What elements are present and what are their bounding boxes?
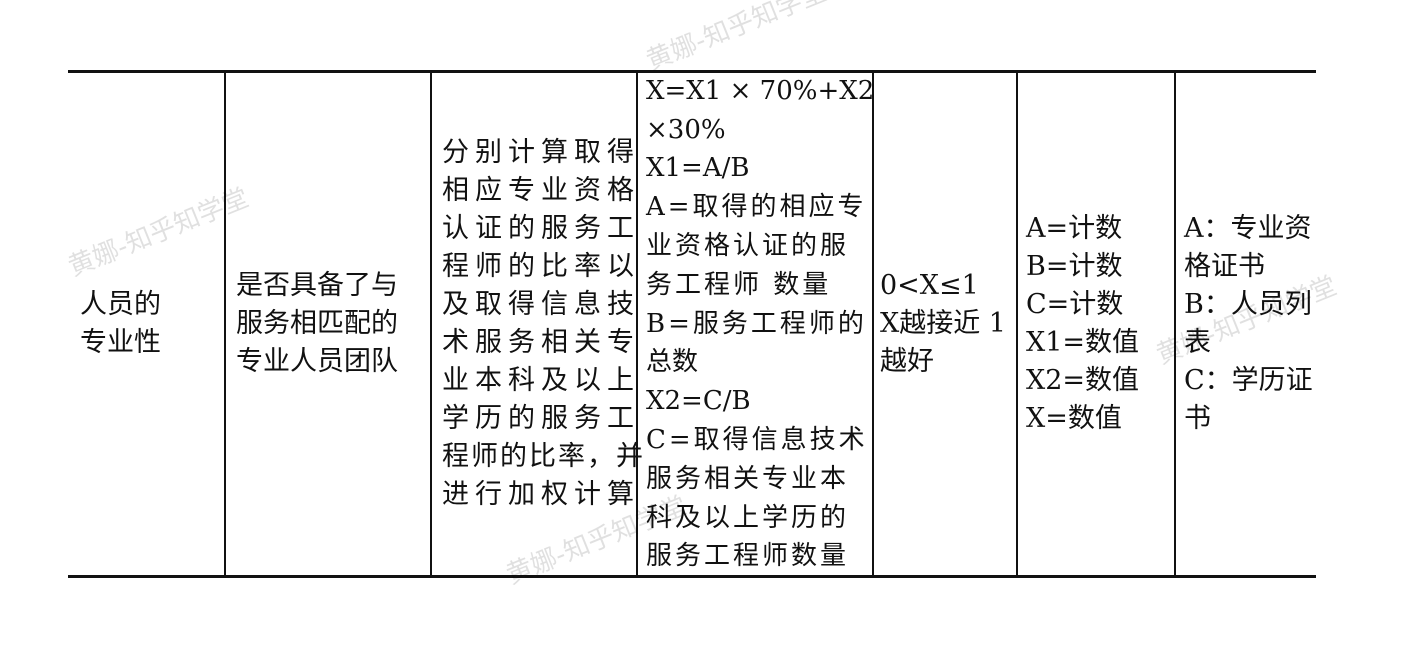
cell-line: X2=C/B [646, 386, 751, 417]
cell-line: 服务工程师数量 [646, 541, 850, 572]
cell-category: 人员的 专业性 [80, 72, 220, 576]
cell-line: 务工程师 数量 [646, 269, 832, 300]
cell-line: B=服务工程师的 [646, 308, 867, 339]
cell-line: 专业人员团队 [236, 346, 398, 377]
column-divider [872, 70, 874, 578]
watermark-text: 黄娜-知乎知学堂 [642, 0, 831, 77]
cell-line: 书 [1184, 403, 1211, 434]
cell-line: 相应专业资格 [442, 175, 640, 206]
column-divider [1016, 70, 1018, 578]
column-divider [224, 70, 226, 578]
cell-line: A=计数 [1026, 213, 1123, 244]
cell-line: X=X1 × 70%+X2 [646, 75, 875, 106]
cell-line: 科及以上学历的 [646, 502, 850, 533]
cell-line: X越接近 1 [880, 308, 1006, 339]
cell-line: B=计数 [1026, 251, 1123, 282]
cell-line: A：专业资 [1184, 213, 1312, 244]
cell-line: B：人员列 [1184, 289, 1312, 320]
cell-data-type: A=计数 B=计数 C=计数 X1=数值 X2=数值 X=数值 [1026, 72, 1172, 576]
cell-line: C=计数 [1026, 289, 1124, 320]
table-top-border [68, 70, 1316, 73]
cell-line: 程师的比率以 [442, 251, 640, 282]
cell-line: 越好 [880, 346, 934, 377]
cell-line: X1=A/B [646, 153, 750, 184]
column-divider [430, 70, 432, 578]
column-divider [636, 70, 638, 578]
cell-line: 服务相关专业本 [646, 463, 850, 494]
cell-line: 及取得信息技 [442, 289, 640, 320]
cell-criteria: 0<X≤1 X越接近 1 越好 [880, 72, 1014, 576]
cell-line: 总数 [646, 347, 699, 378]
cell-line: C=取得信息技术 [646, 425, 868, 455]
column-divider [1174, 70, 1176, 578]
cell-line: 认证的服务工 [442, 213, 640, 244]
cell-line: 服务相匹配的 [236, 308, 398, 339]
cell-question: 是否具备了与 服务相匹配的 专业人员团队 [236, 72, 426, 576]
cell-line: X1=数值 [1026, 327, 1140, 358]
cell-line: 业本科及以上 [442, 365, 640, 396]
cell-line: 程师的比率，并 [442, 441, 645, 472]
cell-line: 表 [1184, 327, 1211, 358]
cell-line: 业资格认证的服 [646, 231, 850, 262]
cell-method: 分别计算取得 相应专业资格 认证的服务工 程师的比率以 及取得信息技 术服务相关… [442, 72, 645, 576]
cell-line: ×30% [646, 114, 726, 145]
cell-evidence: A：专业资 格证书 B：人员列 表 C：学历证 书 [1184, 72, 1314, 576]
table-bottom-border [68, 575, 1316, 578]
cell-line: 人员的 [80, 289, 161, 320]
cell-line: 分别计算取得 [442, 137, 640, 168]
cell-line: X2=数值 [1026, 365, 1140, 396]
cell-line: 术服务相关专 [442, 327, 640, 358]
cell-line: 学历的服务工 [442, 403, 640, 434]
cell-formula: X=X1 × 70%+X2 ×30% X1=A/B A=取得的相应专 业资格认证… [646, 72, 875, 576]
cell-line: 格证书 [1184, 251, 1265, 282]
cell-line: 专业性 [80, 327, 161, 358]
cell-line: X=数值 [1026, 403, 1122, 434]
cell-line: C：学历证 [1184, 365, 1313, 396]
cell-line: 0<X≤1 [880, 270, 979, 301]
cell-line: 是否具备了与 [236, 270, 398, 301]
cell-line: A=取得的相应专 [646, 192, 867, 223]
cell-line: 进行加权计算 [442, 479, 640, 510]
